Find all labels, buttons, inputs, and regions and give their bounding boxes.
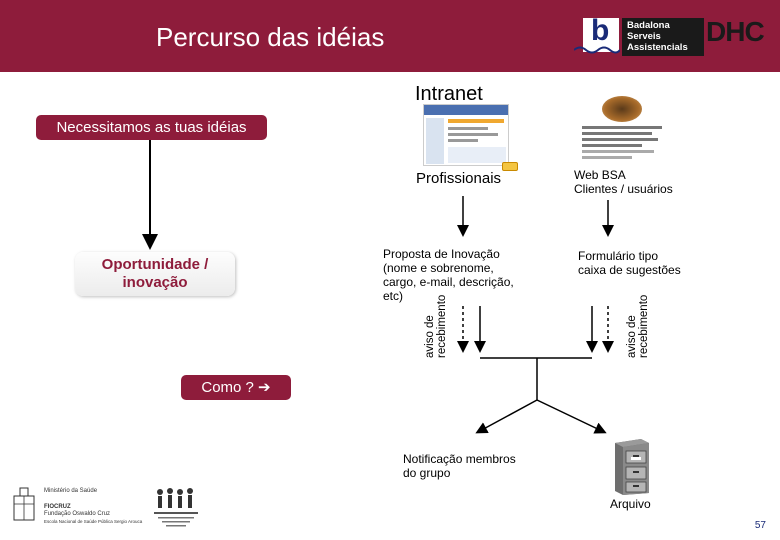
to-notification-arrow xyxy=(475,399,538,434)
screenshot-line xyxy=(582,150,654,153)
intranet-screenshot xyxy=(423,104,509,166)
badalona-b-logo xyxy=(583,18,619,52)
page-title: Percurso das idéias xyxy=(156,22,385,52)
webbsa-line: Clientes / usuários xyxy=(574,182,673,196)
screenshot-line xyxy=(448,139,478,142)
wave-icon xyxy=(574,46,620,54)
to-arquivo-arrow xyxy=(536,399,607,434)
notification-text: Notificação membros do grupo xyxy=(403,452,516,480)
webbsa-label: Web BSA Clientes / usuários xyxy=(574,168,673,196)
screenshot-line xyxy=(448,127,488,130)
fiocruz-logo: Ministério da Saúde FIOCRUZ Fundação Osw… xyxy=(12,486,143,530)
filing-cabinet-icon xyxy=(615,439,649,495)
opportunity-line: inovação xyxy=(122,274,188,291)
proposal-line: Proposta de Inovação xyxy=(383,247,500,261)
opportunity-line: Oportunidade / xyxy=(101,256,209,273)
screenshot-header xyxy=(424,105,508,115)
notification-line: Notificação membros xyxy=(403,452,516,466)
ministerio-text: Ministério da Saúde xyxy=(44,488,98,494)
webbsa-line: Web BSA xyxy=(574,168,626,182)
screenshot-line xyxy=(582,126,662,129)
screenshot-bar xyxy=(448,119,504,123)
screenshot-line xyxy=(582,156,632,159)
screenshot-line xyxy=(582,138,658,141)
form-line: caixa de sugestões xyxy=(578,263,681,277)
intranet-tab-marker xyxy=(502,162,518,171)
arquivo-label: Arquivo xyxy=(610,497,651,511)
notification-line: do grupo xyxy=(403,466,451,480)
intranet-label: Intranet xyxy=(415,83,483,105)
proposal-text: Proposta de Inovação (nome e sobrenome, … xyxy=(383,247,514,303)
badalona-logo: Badalona Serveis Assistencials xyxy=(622,18,704,56)
dhc-logo: DHC xyxy=(706,16,765,47)
screenshot-line xyxy=(582,132,652,135)
aviso-left-label: aviso de recebimento xyxy=(424,295,448,358)
badalona-b-letter: b xyxy=(591,14,610,47)
proposal-line: etc) xyxy=(383,289,404,303)
screenshot-line xyxy=(448,133,498,136)
screenshot-photo xyxy=(602,96,642,122)
aviso-line: recebimento xyxy=(638,294,650,358)
group-people-logo xyxy=(154,488,198,527)
screenshot-block xyxy=(448,147,506,163)
aviso-right-label: aviso de recebimento xyxy=(626,295,650,358)
aviso-line: aviso de xyxy=(626,315,638,358)
screenshot-line xyxy=(582,144,642,147)
page-number: 57 xyxy=(754,520,766,531)
proposal-line: cargo, e-mail, descrição, xyxy=(383,275,514,289)
aviso-line: aviso de xyxy=(424,315,436,358)
fiocruz-text: FIOCRUZ xyxy=(44,504,71,510)
aviso-line: recebimento xyxy=(436,294,448,358)
webbsa-screenshot xyxy=(572,96,666,166)
need-ideas-pill: Necessitamos as tuas idéias xyxy=(36,115,267,140)
escola-text: Escola Nacional de Saúde Pública Sergio … xyxy=(44,519,143,524)
profissionais-label: Profissionais xyxy=(416,170,502,187)
opportunity-box: Oportunidade / inovação xyxy=(75,252,235,296)
form-line: Formulário tipo xyxy=(578,249,659,263)
badalona-logo-line: Serveis xyxy=(627,31,661,42)
proposal-line: (nome e sobrenome, xyxy=(383,261,494,275)
fiocruz-sub-text: Fundação Oswaldo Cruz xyxy=(44,511,111,517)
screenshot-sidebar xyxy=(426,118,444,164)
form-text: Formulário tipo caixa de sugestões xyxy=(578,249,681,277)
badalona-logo-line: Assistencials xyxy=(627,42,688,53)
badalona-logo-line: Badalona xyxy=(627,20,670,31)
fiocruz-building-icon xyxy=(13,487,35,521)
como-pill: Como ? ➔ xyxy=(181,375,291,400)
